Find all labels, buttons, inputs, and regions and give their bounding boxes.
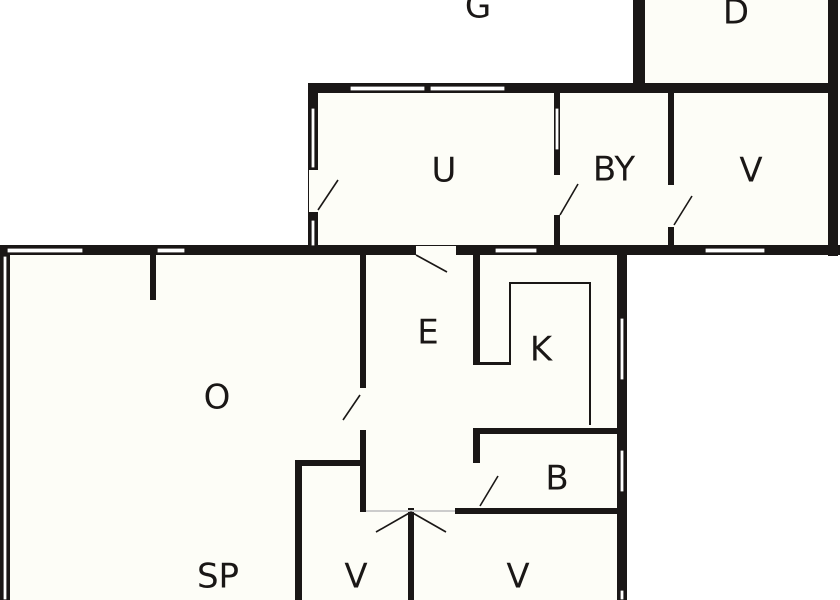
room-label-k: K xyxy=(530,330,554,370)
room-label-garage: G xyxy=(465,0,491,27)
room-label-b: B xyxy=(545,459,568,499)
room-label-v-top: V xyxy=(739,151,762,191)
room-label-o: O xyxy=(204,378,231,418)
room-labels: G D U BY V E K O B SP V V xyxy=(197,0,763,597)
room-label-d: D xyxy=(723,0,749,33)
room-fills xyxy=(5,0,830,600)
room-label-v-bottom-right: V xyxy=(506,557,529,597)
room-label-by: BY xyxy=(593,150,635,190)
room-label-e: E xyxy=(417,313,438,353)
windows xyxy=(2,85,766,600)
room-label-v-bottom-left: V xyxy=(344,557,367,597)
room-label-sp: SP xyxy=(197,557,239,597)
room-label-u: U xyxy=(432,151,457,191)
doors xyxy=(309,170,693,533)
